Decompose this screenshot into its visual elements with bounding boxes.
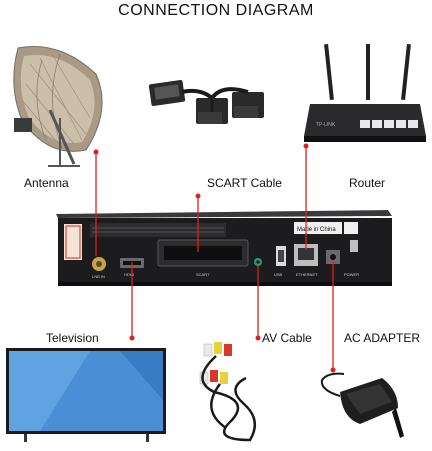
router-label: Router bbox=[349, 176, 386, 190]
television-image bbox=[6, 348, 166, 442]
port-usb-label: USB bbox=[274, 272, 283, 277]
port-ethernet-label: ETHERNET bbox=[296, 272, 318, 277]
port-scart-label: SCART bbox=[196, 272, 210, 277]
satellite-dish-image bbox=[13, 45, 103, 167]
port-hdmi-label: HDMI bbox=[124, 272, 134, 277]
ac-adapter-label: AC ADAPTER bbox=[344, 331, 421, 345]
router-brand: TP-LINK bbox=[316, 122, 336, 128]
television-label: Television bbox=[46, 331, 99, 345]
av-cable-label: AV Cable bbox=[262, 331, 312, 345]
ac-adapter-image bbox=[320, 372, 404, 438]
page-title: CONNECTION DIAGRAM bbox=[118, 2, 314, 19]
receiver-back-panel: LNB IN HDMI SCART USB ETHERNET Made in C… bbox=[56, 210, 392, 286]
port-power-label: POWER bbox=[344, 272, 359, 277]
port-lnb-in-label: LNB IN bbox=[92, 274, 105, 279]
router-image: TP-LINK bbox=[304, 43, 426, 142]
scart-cable-label: SCART Cable bbox=[207, 176, 282, 190]
av-cable-image bbox=[199, 342, 257, 442]
made-in-label: Made in China bbox=[297, 227, 336, 233]
connector-lines bbox=[93, 143, 336, 373]
scart-cable-image bbox=[148, 79, 264, 124]
antenna-label: Antenna bbox=[24, 176, 69, 190]
